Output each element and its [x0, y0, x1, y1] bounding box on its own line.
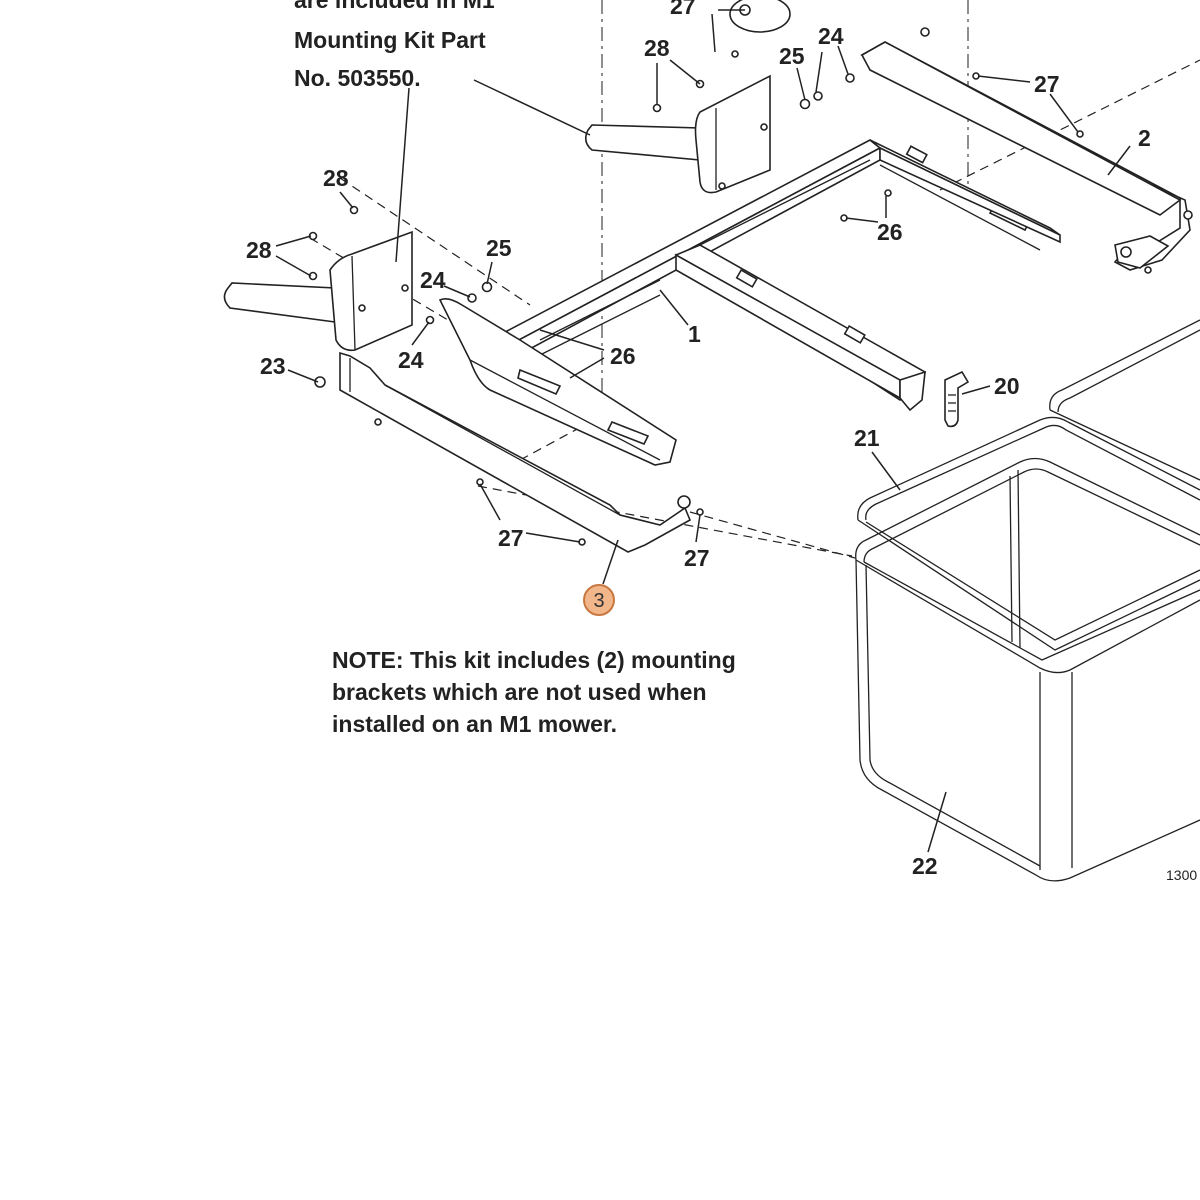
part-20-latch: [944, 370, 970, 428]
kit-note-line-1: are included in M1: [294, 0, 495, 13]
usage-note: NOTE: This kit includes (2) mounting bra…: [332, 647, 736, 737]
leader-lines: [275, 9, 1131, 853]
callout-28-top: 28: [644, 35, 670, 61]
kit-note-line-2: Mounting Kit Part: [294, 27, 486, 53]
note-line-3: installed on an M1 mower.: [332, 711, 617, 737]
callout-1: 1: [688, 321, 701, 347]
callout-28-left: 28: [246, 237, 272, 263]
callout-24-mid: 24: [420, 267, 446, 293]
callout-3: 3: [593, 590, 604, 612]
callout-27-bottom-left: 27: [498, 525, 524, 551]
part-2-side-bracket: [860, 41, 1193, 271]
callout-27-top: 27: [670, 0, 696, 19]
callout-25-top: 25: [779, 43, 805, 69]
note-line-1: NOTE: This kit includes (2) mounting: [332, 647, 736, 673]
callout-22: 22: [912, 853, 938, 879]
left-handle-assembly: [223, 230, 413, 352]
part-22-grass-bag: [855, 457, 1200, 882]
kit-note-line-3: No. 503550.: [294, 65, 421, 91]
callout-25-left: 25: [486, 235, 512, 261]
callout-3-highlight[interactable]: 3: [583, 584, 615, 616]
callout-labels: 27 28 25 24 27 2 26 28 28 25 24 24 23 26…: [246, 0, 1151, 879]
figure-number: 1300: [1166, 867, 1197, 883]
part-1-main-frame: [488, 139, 1061, 412]
callout-28-mid: 28: [323, 165, 349, 191]
callout-26-left: 26: [610, 343, 636, 369]
callout-27-right: 27: [1034, 71, 1060, 97]
callout-2: 2: [1138, 125, 1151, 151]
callout-26-right: 26: [877, 219, 903, 245]
callout-24-low: 24: [398, 347, 424, 373]
callout-21: 21: [854, 425, 880, 451]
part-3-mounting-bracket: [339, 351, 692, 553]
callout-27-bottom-right: 27: [684, 545, 710, 571]
part-21-bag-frame: [857, 319, 1200, 651]
callout-20: 20: [994, 373, 1020, 399]
kit-note: are included in M1 Mounting Kit Part No.…: [294, 0, 495, 91]
callout-24-top: 24: [818, 23, 844, 49]
left-side-arm: [438, 298, 677, 466]
highlight-marker[interactable]: [583, 584, 615, 616]
callout-23: 23: [260, 353, 286, 379]
upper-handle-assembly: [584, 0, 791, 194]
note-line-2: brackets which are not used when: [332, 679, 707, 705]
